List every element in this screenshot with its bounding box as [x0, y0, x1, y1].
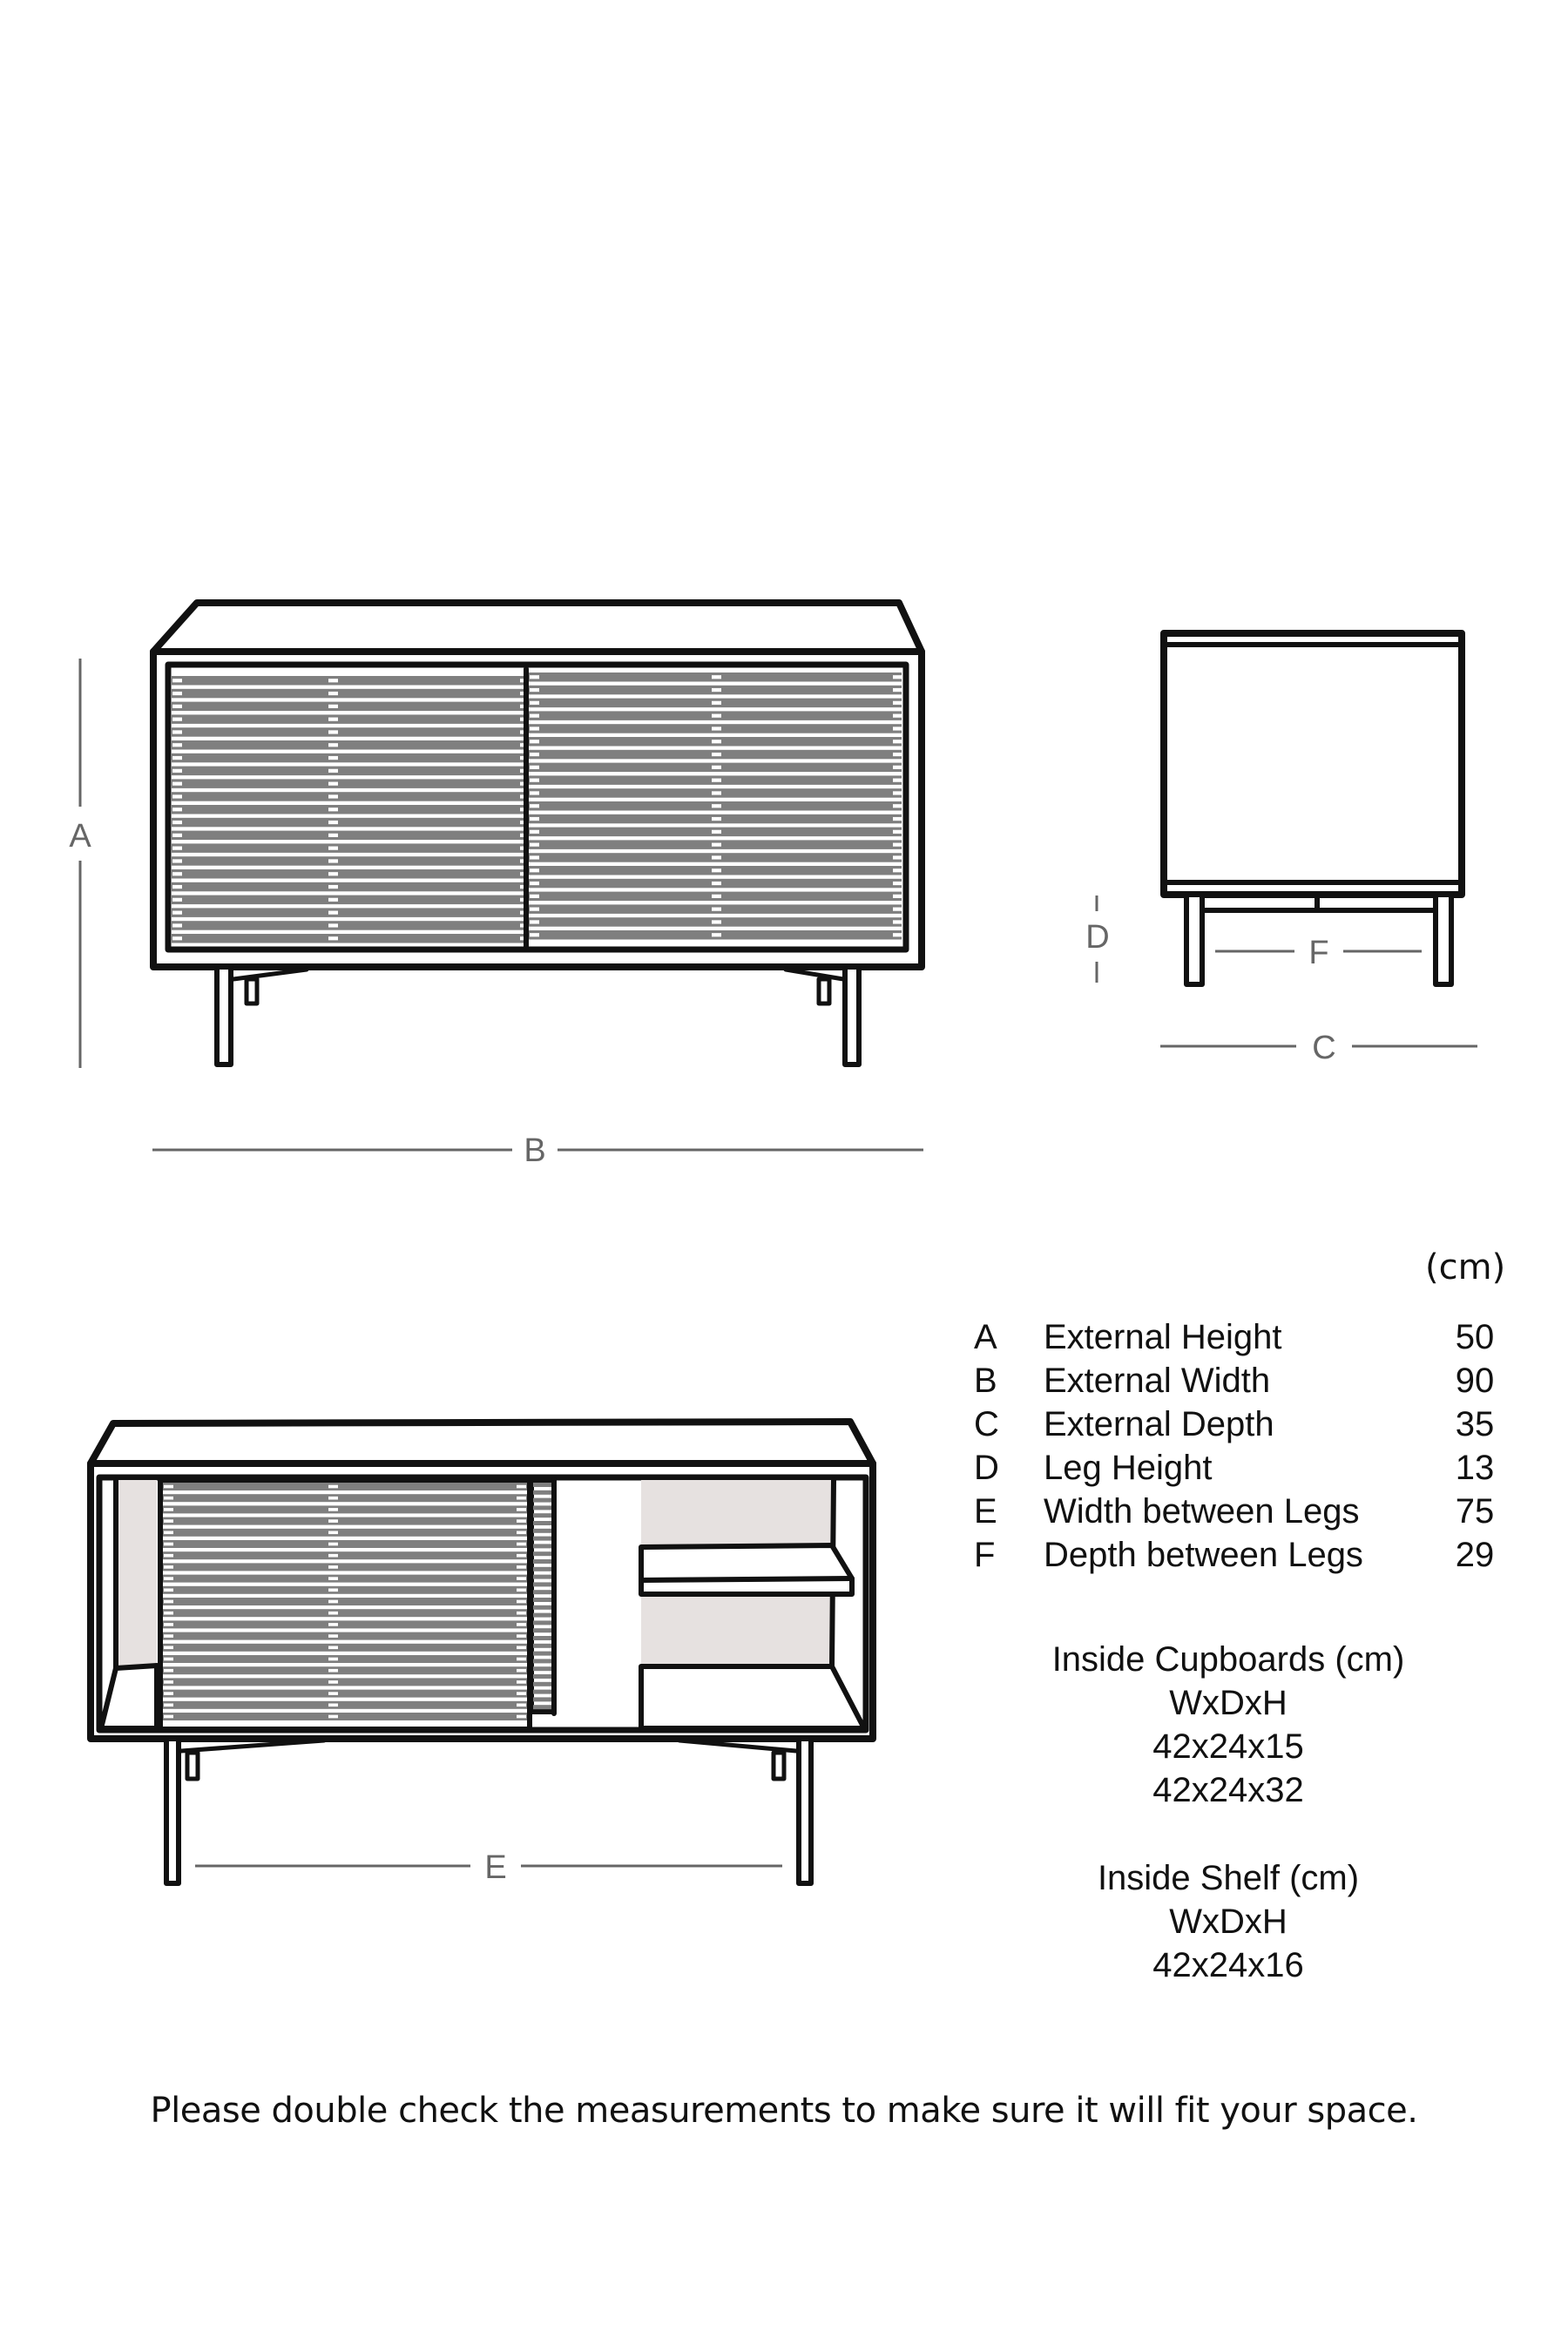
spec-name: External Depth: [1044, 1405, 1274, 1443]
spec-row-a: A External Height 50: [974, 1315, 1497, 1359]
spec-value: 50: [1455, 1318, 1495, 1356]
dimension-label-c: C: [1312, 1030, 1335, 1066]
spec-key: D: [974, 1449, 999, 1487]
footer-note: Please double check the measurements to …: [150, 2091, 1418, 2131]
inside-cupboards-block: Inside Cupboards (cm) WxDxH 42x24x15 42x…: [967, 1638, 1490, 1812]
open-door-slats: [163, 1483, 527, 1720]
spec-row-f: F Depth between Legs 29: [974, 1533, 1497, 1577]
dimension-label-f: F: [1308, 935, 1328, 971]
spec-value: 35: [1455, 1405, 1495, 1443]
spec-value: 13: [1455, 1449, 1495, 1487]
inside-shelf-title: Inside Shelf (cm): [1097, 1859, 1360, 1897]
spec-value: 75: [1455, 1492, 1495, 1531]
spec-value: 90: [1455, 1362, 1495, 1400]
spec-key: F: [974, 1536, 996, 1574]
left-door-slats: [172, 676, 530, 943]
front-view-drawing: [150, 599, 925, 1067]
door-edge-slats: [533, 1483, 552, 1710]
spec-value: 29: [1455, 1536, 1495, 1574]
spec-row-c: C External Depth 35: [974, 1402, 1497, 1446]
spec-name: Depth between Legs: [1044, 1536, 1363, 1574]
inside-cupboards-title: Inside Cupboards (cm): [1051, 1640, 1405, 1679]
inside-shelf-format: WxDxH: [1169, 1903, 1288, 1941]
inside-shelf-value-1: 42x24x16: [1152, 1946, 1304, 1984]
spec-name: External Width: [1044, 1362, 1271, 1400]
inside-cupboards-value-2: 42x24x32: [1152, 1771, 1304, 1809]
spec-key: B: [974, 1362, 997, 1400]
spec-row-d: D Leg Height 13: [974, 1446, 1497, 1490]
dimension-label-b: B: [524, 1132, 545, 1169]
unit-header: (cm): [1425, 1247, 1506, 1288]
dimension-spec-table: A External Height 50 B External Width 90…: [974, 1315, 1497, 1577]
open-view-drawing: [87, 1418, 876, 1886]
dimension-label-a: A: [69, 818, 91, 855]
spec-row-e: E Width between Legs 75: [974, 1490, 1497, 1533]
spec-name: Leg Height: [1044, 1449, 1213, 1487]
dimension-label-d: D: [1085, 919, 1109, 956]
dimension-label-e: E: [484, 1849, 506, 1886]
spec-key: E: [974, 1492, 997, 1531]
spec-key: C: [974, 1405, 999, 1443]
spec-name: Width between Legs: [1044, 1492, 1360, 1531]
spec-name: External Height: [1044, 1318, 1282, 1356]
right-door-slats: [529, 672, 902, 940]
inside-shelf-block: Inside Shelf (cm) WxDxH 42x24x16: [967, 1856, 1490, 1987]
side-view-drawing: [1160, 630, 1465, 987]
inside-cupboards-value-1: 42x24x15: [1152, 1727, 1304, 1766]
inside-cupboards-format: WxDxH: [1169, 1684, 1288, 1722]
spec-key: A: [974, 1318, 997, 1356]
spec-row-b: B External Width 90: [974, 1359, 1497, 1402]
